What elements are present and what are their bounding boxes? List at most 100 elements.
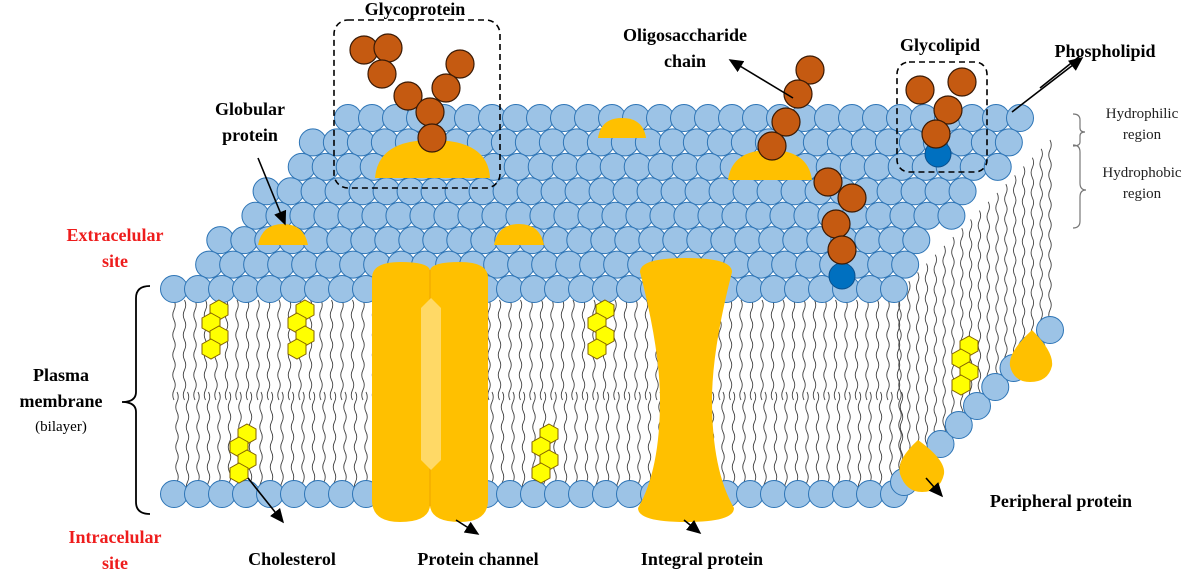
lipid-tail [319,299,323,401]
lipid-tail [805,391,809,493]
phospholipid-head [374,226,403,255]
hydrophilic-label-line1: Hydrophilic [1105,106,1179,122]
peripheral-protein-label: Peripheral protein [989,491,1133,511]
lipid-tail [539,299,544,401]
phospholipid-head [802,128,831,157]
phospholipid-head [854,226,883,255]
plasma-membrane-bracket [121,285,151,515]
cholesterol-ring [587,338,607,360]
lipid-tail [529,299,533,401]
phospholipid-head [527,152,556,181]
phospholipid-head [814,104,842,132]
phospholipid-head [241,201,270,230]
phospholipid-head [526,104,554,132]
lipid-tail [185,391,190,493]
phospholipid-head [481,201,510,230]
phospholipid-head [568,275,596,303]
protein-channel [372,262,488,522]
lipid-tail [907,280,911,382]
phospholipid-head [540,177,569,206]
phospholipid-head [649,201,678,230]
lipid-tail [951,236,955,338]
phospholipid-head [708,177,737,206]
phospholipid-head [710,226,739,255]
oligosaccharide-protein [728,150,812,180]
lipid-tail [329,299,334,401]
phospholipid-head [350,226,379,255]
lipid-tail [844,299,848,401]
globular-label-line1: Globular [214,99,285,119]
phospholipid-head [555,250,584,279]
lipid-tail [574,391,578,493]
phospholipid-head [636,177,665,206]
phospholipid-head [887,152,916,181]
sugar-unit [445,49,475,79]
phospholipid-head [614,226,643,255]
phospholipid-head [959,152,988,181]
phospholipid-head [948,177,977,206]
phospholipid-head [889,201,918,230]
phospholipid-head [826,128,855,157]
phospholipid-head [616,275,644,303]
sugar-unit [417,123,447,153]
phospholipid-head [206,226,235,255]
hydrophilic-label-line2: region [1122,127,1162,143]
phospholipid-head [516,177,545,206]
lipid-tail [742,391,746,493]
phospholipid-head [433,201,462,230]
phospholipid-head [937,201,966,230]
phospholipid-head [208,480,236,508]
lipid-tail [749,299,754,401]
glycolipid-head-2 [828,262,856,290]
lipid-tail [924,263,929,364]
cholesterol-ring [951,374,971,396]
phospholipid-head [647,152,676,181]
phospholipid-head [184,480,212,508]
phospholipid-head [983,152,1012,181]
phospholipid-head [856,275,884,303]
phospholipid-head [784,275,812,303]
phospholipid-head [706,128,735,157]
phospholipid-head [291,250,320,279]
intracellular-label-line1: Intracelular [68,527,162,547]
lipid-tail [553,391,557,493]
phospholipid-head [496,275,524,303]
globular-protein-2 [494,224,544,245]
phospholipid-head [646,104,674,132]
phospholipid-head [747,250,776,279]
lipid-tail [193,299,197,401]
globular-label-line2: protein [222,125,278,145]
phospholipid-head [808,480,836,508]
phospholipid-head [328,480,356,508]
phospholipid-head [468,177,497,206]
phospholipid-head [867,250,896,279]
phospholipid-head [195,250,224,279]
lipid-tail [626,391,631,493]
cholesterol [531,423,559,484]
phospholipid-head [981,373,1010,401]
phospholipid-head [694,104,722,132]
lipid-tail [560,299,565,401]
lipid-tail [277,299,281,401]
phospholipid-head [732,177,761,206]
phospholipid-head [994,128,1023,157]
phospholipid-head [496,480,524,508]
phospholipid-head [671,152,700,181]
lipid-tail [739,299,743,401]
phospholipid-head [564,177,593,206]
phospholipid-head [492,177,521,206]
lipid-tail [563,391,568,493]
sugar-unit [367,59,397,89]
hydrophilic-bracket [1072,113,1086,147]
lipid-tail [571,299,575,401]
phospholipid-head [592,275,620,303]
sugar-unit [821,209,851,239]
phospholipid-head [574,104,602,132]
lipid-tail [915,271,920,373]
sugar-unit [933,95,963,125]
phospholipid-head [695,152,724,181]
phospholipid-head [313,201,342,230]
phospholipid-head [304,480,332,508]
phospholipid-head [219,250,248,279]
lipid-tail [511,391,515,493]
